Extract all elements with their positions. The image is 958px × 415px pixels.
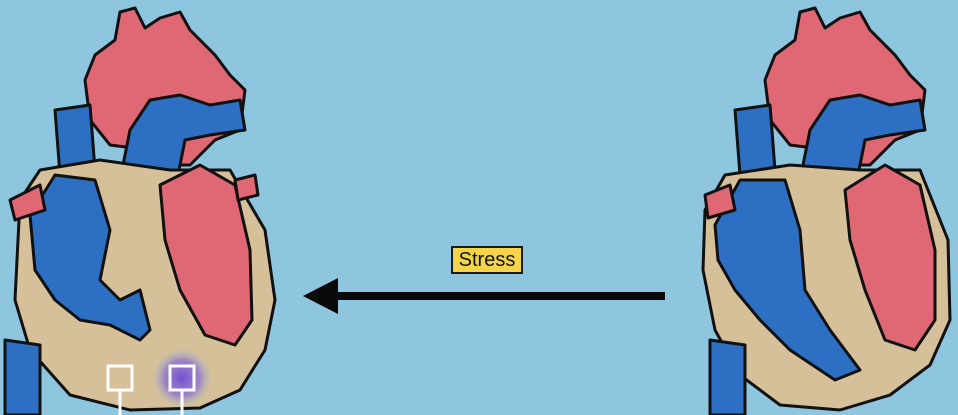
right-inferior-vessel xyxy=(710,340,745,415)
stress-arrow xyxy=(303,278,665,314)
left-side-vessel-2 xyxy=(235,175,258,200)
right-heart xyxy=(703,8,950,415)
left-heart xyxy=(5,8,275,415)
left-inferior-vessel xyxy=(5,340,40,415)
stress-label: Stress xyxy=(451,246,523,274)
right-vena-cava xyxy=(735,105,775,175)
